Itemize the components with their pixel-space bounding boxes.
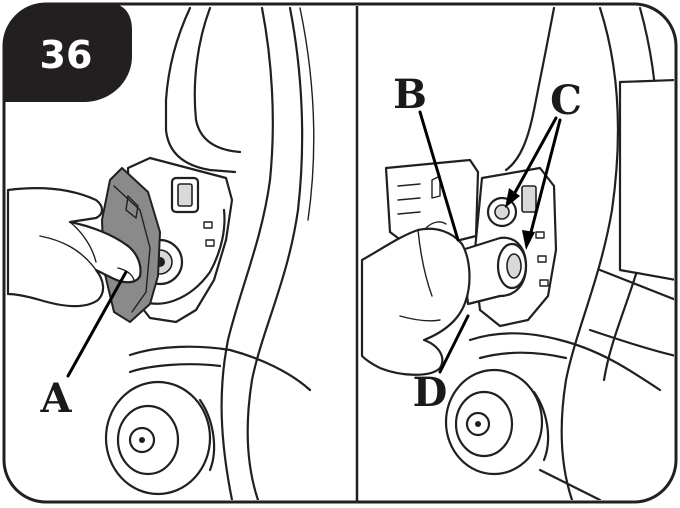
mechanism-slot: [521, 185, 537, 213]
housing-tab-2: [205, 239, 215, 247]
seat-rear-curve-outer: [246, 6, 304, 500]
seat-base-lower: [128, 345, 312, 392]
seat-base-lower-2: [128, 363, 222, 374]
wheel-right: [444, 368, 544, 476]
callout-label-b: B: [393, 71, 427, 118]
seat-base-lower-right: [468, 332, 662, 392]
hand-left-knuckle: [69, 221, 97, 263]
side-panel-edge: [598, 268, 674, 302]
housing-tab: [203, 221, 213, 229]
seat-rear-curve: [220, 6, 274, 500]
tool-d-tip-inner: [506, 253, 522, 279]
hand-right-knuckle: [399, 315, 441, 322]
seat-shell-right-back: [504, 6, 556, 172]
wheel-left-rim: [116, 404, 180, 476]
arrowhead-c1: [505, 188, 520, 208]
step-badge: [4, 4, 132, 102]
cover-cap-a-notch: [125, 195, 139, 219]
side-panel: [618, 78, 674, 282]
wheel-left-axle: [139, 437, 145, 443]
callout-line-a: [66, 270, 128, 378]
left-panel: [6, 6, 315, 500]
wheel-left-hub: [128, 426, 156, 454]
shell-rib: [299, 7, 315, 221]
callout-line-c2: [528, 118, 562, 238]
hand-left-fingernail: [117, 267, 135, 281]
callout-label-a: A: [39, 375, 72, 422]
wheel-right-rim: [454, 390, 514, 458]
callout-line-c1: [510, 116, 558, 200]
cover-plate: [384, 158, 480, 246]
wheel-right-axle: [475, 421, 481, 427]
cover-plate-clip: [431, 175, 441, 199]
hand-left-finger-line: [39, 235, 97, 271]
hand-right-thumb: [425, 221, 447, 229]
wheel-left-fork: [198, 398, 216, 472]
hand-right-finger: [417, 229, 433, 297]
mech-tab-1: [535, 231, 545, 239]
hand-left: [6, 187, 142, 308]
housing-arc: [138, 208, 226, 305]
cover-cap-a-edge: [113, 185, 151, 313]
mech-tab-2: [537, 255, 547, 263]
upper-socket-hole: [494, 204, 510, 220]
wheel-left: [104, 380, 212, 496]
step-number: 36: [40, 33, 93, 77]
callout-line-b: [418, 110, 460, 242]
housing-slot-inner: [177, 183, 193, 207]
hand-right: [360, 227, 471, 376]
cover-plate-rib: [397, 183, 421, 215]
side-panel-bottom: [588, 328, 674, 358]
right-panel: [360, 6, 674, 500]
callout-label-d: D: [413, 369, 448, 416]
wheel-right-hub: [465, 411, 491, 437]
arrowhead-c2: [522, 230, 535, 250]
seat-shell-right-curve: [560, 6, 619, 500]
seat-base-lower-right-2: [478, 351, 568, 360]
seat-shell-inner-edge: [193, 6, 242, 154]
callout-line-d: [438, 314, 470, 374]
base-foot-right: [538, 468, 602, 500]
callout-label-c: C: [550, 77, 582, 124]
mech-tab-3: [539, 279, 549, 287]
seat-shell-outline: [164, 6, 237, 174]
wheel-right-fork: [532, 390, 550, 462]
